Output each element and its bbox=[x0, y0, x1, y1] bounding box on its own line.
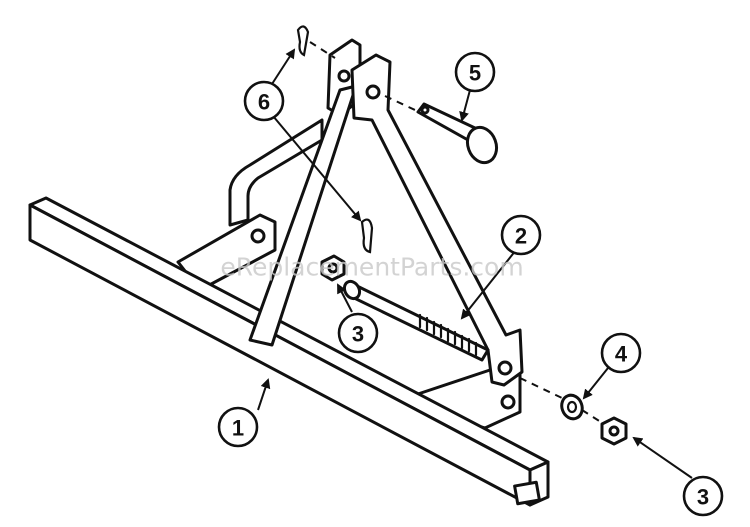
bolt-nut-upper bbox=[320, 254, 346, 282]
a-frame bbox=[248, 53, 524, 387]
callout-5: 5 bbox=[454, 51, 496, 93]
callout-2: 2 bbox=[500, 214, 542, 256]
callout-3b-label: 3 bbox=[697, 485, 709, 510]
callout-1: 1 bbox=[217, 406, 259, 448]
hair-pin-clip bbox=[360, 218, 374, 254]
callout-3a: 3 bbox=[337, 312, 379, 354]
lock-washer bbox=[560, 393, 584, 421]
callout-2-label: 2 bbox=[515, 224, 527, 249]
callout-5-label: 5 bbox=[469, 61, 481, 86]
callout-1-label: 1 bbox=[232, 416, 244, 441]
clevis-pin bbox=[416, 102, 499, 165]
lower-nut bbox=[600, 416, 628, 446]
callout-4: 4 bbox=[600, 332, 642, 374]
watermark: eReplacementParts.com bbox=[220, 253, 523, 282]
top-hair-pin bbox=[296, 25, 310, 57]
hitch-bolt bbox=[342, 279, 490, 362]
main-drawbar bbox=[28, 196, 550, 507]
callout-6-label: 6 bbox=[258, 90, 270, 115]
callout-6: 6 bbox=[243, 80, 285, 122]
callout-4-label: 4 bbox=[615, 342, 628, 367]
callout-3a-label: 3 bbox=[352, 322, 364, 347]
leader-lines bbox=[257, 48, 693, 479]
callout-3b: 3 bbox=[682, 475, 724, 517]
assembly-lines bbox=[309, 41, 605, 425]
